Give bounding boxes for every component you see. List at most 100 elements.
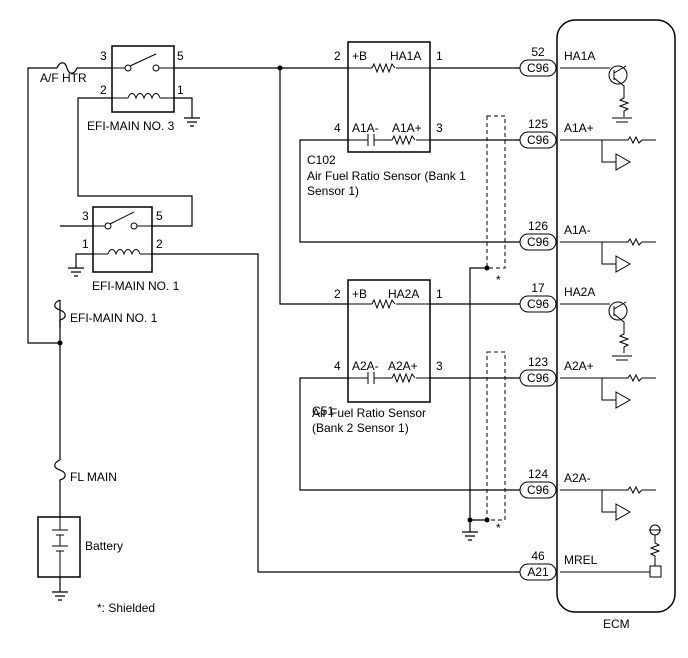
signal-name: HA1A — [564, 49, 595, 63]
shield-1 — [486, 115, 506, 269]
ecm-terminal-mrel: A21 46 MREL — [519, 549, 598, 581]
svg-text:+B: +B — [352, 287, 367, 301]
sensor2-label-line2: (Bank 2 Sensor 1) — [312, 421, 409, 435]
svg-text:1: 1 — [82, 237, 89, 251]
connector-code: C96 — [527, 133, 549, 147]
pin-number: 52 — [531, 45, 545, 59]
signal-name: MREL — [564, 553, 598, 567]
efi-main-1-relay — [92, 206, 153, 273]
efi-main-3-relay — [111, 45, 175, 113]
svg-text:5: 5 — [156, 209, 163, 223]
svg-text:HA1A: HA1A — [390, 49, 421, 63]
connector-code: C96 — [527, 235, 549, 249]
svg-text:2: 2 — [100, 83, 107, 97]
pin-number: 125 — [528, 117, 548, 131]
ground-icon — [68, 267, 84, 277]
svg-text:2: 2 — [334, 287, 341, 301]
pin-number: 123 — [528, 355, 548, 369]
connector-pill — [519, 131, 557, 149]
comparator-icon — [560, 237, 656, 273]
svg-text:3: 3 — [436, 359, 443, 373]
sensor2-box — [347, 279, 431, 403]
connector-pill — [519, 295, 557, 313]
efi-main-1-relay-label: EFI-MAIN NO. 1 — [92, 279, 180, 293]
connector-code: C96 — [527, 61, 549, 75]
svg-text:A2A-: A2A- — [352, 359, 379, 373]
connector-pill — [519, 59, 557, 77]
sensor1-box — [347, 41, 431, 153]
ecm-label: ECM — [603, 617, 630, 631]
heater-resistor-icon — [371, 62, 396, 74]
af-htr-fuse-label: A/F HTR — [40, 71, 87, 85]
sensor1-name: Air Fuel Ratio Sensor (Bank 1 — [307, 169, 466, 183]
efi-main-3-label: EFI-MAIN NO. 3 — [87, 119, 175, 133]
svg-text:+B: +B — [352, 49, 367, 63]
shield-2 — [486, 351, 506, 521]
transistor-icon — [560, 65, 632, 123]
battery-icon — [37, 516, 81, 578]
efi-main-1-fuse-icon — [54, 299, 66, 328]
comparator-icon — [560, 485, 656, 521]
ecm-terminal-a2a-: C96 123 A2A+ — [519, 355, 594, 387]
mrel-output-icon — [560, 524, 662, 578]
connector-pill — [519, 369, 557, 387]
ecm-terminal-a1a-: C96 126 A1A- — [519, 219, 591, 251]
svg-text:*: * — [496, 521, 501, 535]
comparator-icon — [560, 373, 656, 409]
sensor2-label-line1: Air Fuel Ratio Sensor — [312, 406, 426, 420]
svg-text:A2A+: A2A+ — [388, 359, 418, 373]
battery-label: Battery — [85, 539, 123, 553]
ground-icon — [462, 531, 478, 541]
sensor1-name-2: Sensor 1) — [307, 184, 359, 198]
signal-name: A1A+ — [564, 121, 594, 135]
ground-icon — [52, 591, 68, 601]
svg-text:4: 4 — [334, 359, 341, 373]
signal-name: A2A+ — [564, 359, 594, 373]
svg-text:A1A+: A1A+ — [392, 121, 422, 135]
signal-name: HA2A — [564, 285, 595, 299]
connector-pill — [519, 563, 557, 581]
transistor-icon — [560, 301, 632, 361]
signal-name: A1A- — [564, 223, 591, 237]
pin-number: 17 — [531, 281, 545, 295]
sensor2-code: C51 — [312, 404, 334, 418]
connector-code: A21 — [527, 565, 549, 579]
fl-main-fuse-label: FL MAIN — [70, 470, 117, 484]
svg-text:5: 5 — [177, 49, 184, 63]
connector-pill — [519, 233, 557, 251]
efi-main-1-fuse-label: EFI-MAIN NO. 1 — [70, 311, 158, 325]
svg-text:1: 1 — [177, 83, 184, 97]
sensor1-code: C102 — [307, 153, 336, 167]
capacitor-icon — [367, 134, 375, 146]
af-htr-fuse-icon — [56, 62, 78, 74]
svg-text:*: * — [496, 273, 501, 287]
svg-text:A1A-: A1A- — [352, 121, 379, 135]
fl-main-fuse-icon — [54, 459, 66, 490]
ecm-terminal-a2a-: C96 124 A2A- — [519, 467, 591, 499]
ecm-terminal-ha1a: C96 52 HA1A — [519, 45, 595, 77]
ground-icon — [184, 117, 200, 127]
comparator-icon — [560, 135, 656, 171]
ecm-terminal-a1a-: C96 125 A1A+ — [519, 117, 594, 149]
svg-text:2: 2 — [334, 49, 341, 63]
svg-text:1: 1 — [436, 287, 443, 301]
connector-code: C96 — [527, 483, 549, 497]
pin-number: 126 — [528, 219, 548, 233]
svg-text:HA2A: HA2A — [388, 287, 419, 301]
svg-text:3: 3 — [100, 49, 107, 63]
svg-text:3: 3 — [436, 121, 443, 135]
ecm-terminal-ha2a: C96 17 HA2A — [519, 281, 595, 313]
relay-coil-icon — [127, 93, 161, 100]
svg-text:1: 1 — [436, 49, 443, 63]
pin-number: 46 — [531, 549, 545, 563]
connector-code: C96 — [527, 371, 549, 385]
svg-text:2: 2 — [156, 237, 163, 251]
shield-note: *: Shielded — [97, 601, 155, 615]
pin-number: 124 — [528, 467, 548, 481]
signal-name: A2A- — [564, 471, 591, 485]
connector-pill — [519, 481, 557, 499]
svg-text:3: 3 — [82, 209, 89, 223]
connector-code: C96 — [527, 297, 549, 311]
svg-text:4: 4 — [334, 121, 341, 135]
